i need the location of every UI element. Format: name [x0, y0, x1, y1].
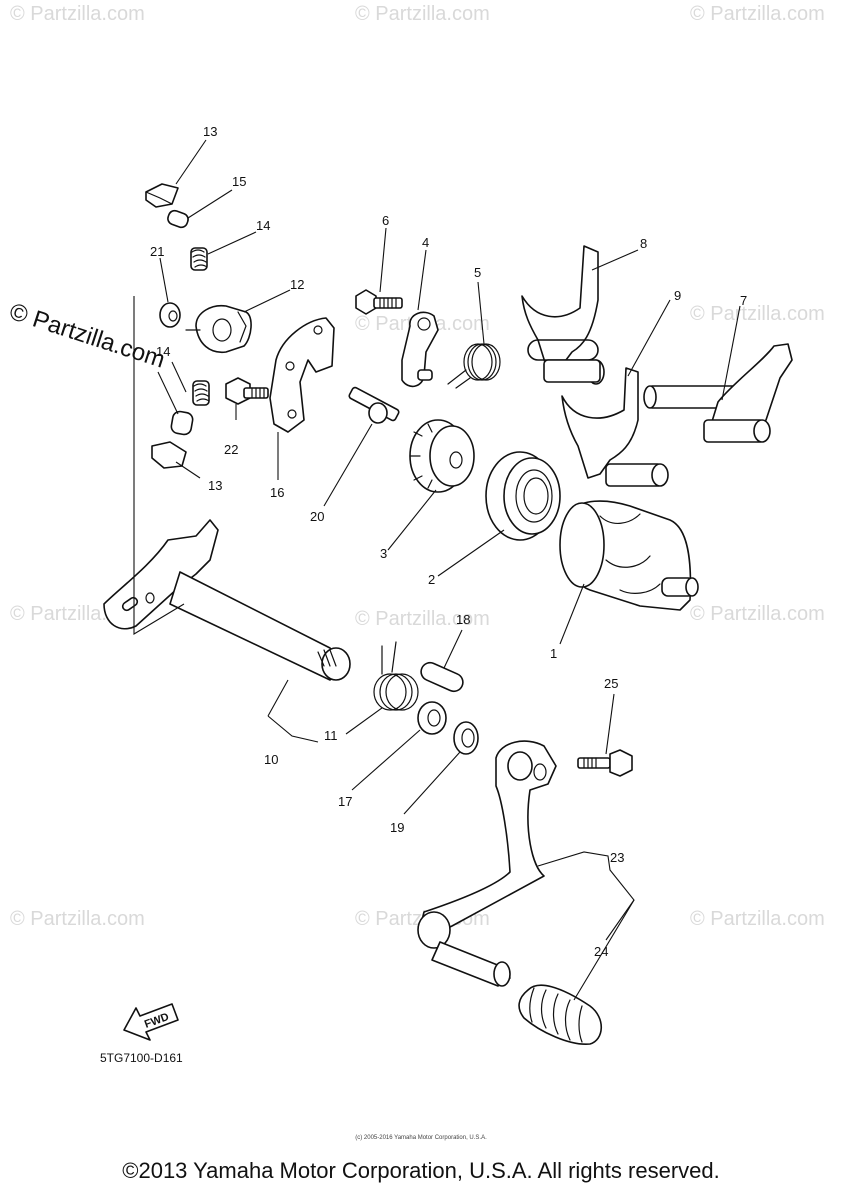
- watermark-text: © Partzilla.com: [690, 908, 825, 930]
- watermark-text: © Partzilla.com: [355, 3, 490, 25]
- part-23-shift-pedal: [417, 740, 557, 987]
- callout-4: 4: [422, 235, 429, 250]
- callout-24: 24: [594, 944, 608, 959]
- part-7-shift-fork: [643, 343, 793, 443]
- watermark-text: © Partzilla.com: [690, 3, 825, 25]
- part-2-bearing: [485, 451, 561, 541]
- part-9-shift-fork: [561, 367, 669, 487]
- part-19-seal: [453, 721, 479, 755]
- callout-17: 17: [338, 794, 352, 809]
- part-16-segment-plate: [269, 317, 335, 433]
- part-22-bolt: [225, 377, 269, 405]
- callout-23: 23: [610, 850, 624, 865]
- part-6-bolt: [355, 289, 403, 315]
- part-12-stopper-lever: [185, 304, 252, 353]
- part-17-washer: [417, 701, 447, 735]
- callout-2: 2: [428, 572, 435, 587]
- callout-9: 9: [674, 288, 681, 303]
- callout-3: 3: [380, 546, 387, 561]
- part-13-stopper-top: [145, 183, 179, 208]
- part-3-drum-segment: [409, 419, 475, 493]
- callout-21: 21: [150, 244, 164, 259]
- callout-numbers: 13 15 14 21 12 14 22 13 16 6 4 5 8 9 7 2…: [150, 124, 747, 959]
- callout-22: 22: [224, 442, 238, 457]
- part-10-shift-shaft: [103, 519, 351, 681]
- part-25-bolt: [577, 749, 633, 777]
- diagram-code: 5TG7100-D161: [100, 1051, 183, 1065]
- callout-13: 13: [203, 124, 217, 139]
- small-watermark-text: (c) 2005-2016 Yamaha Motor Corporation, …: [355, 1135, 487, 1141]
- callout-16: 16: [270, 485, 284, 500]
- part-5-spring: [447, 343, 501, 389]
- part-15-pin-lower: [170, 410, 194, 436]
- callout-6: 6: [382, 213, 389, 228]
- callout-8: 8: [640, 236, 647, 251]
- copyright-footer: ©2013 Yamaha Motor Corporation, U.S.A. A…: [122, 1158, 720, 1183]
- part-21-washer: [159, 302, 181, 328]
- watermark-text: © Partzilla.com: [690, 603, 825, 625]
- part-4-shift-arm: [401, 311, 439, 388]
- part-14-spring-top: [190, 247, 208, 271]
- callout-10: 10: [264, 752, 278, 767]
- callout-20: 20: [310, 509, 324, 524]
- part-1-shift-drum: [559, 500, 699, 611]
- part-20-pin: [348, 386, 400, 424]
- callout-5: 5: [474, 265, 481, 280]
- callout-7: 7: [740, 293, 747, 308]
- callout-11: 11: [324, 728, 338, 743]
- callout-13: 13: [208, 478, 222, 493]
- callout-18: 18: [456, 612, 470, 627]
- callout-25: 25: [604, 676, 618, 691]
- part-14-spring-lower: [192, 380, 210, 406]
- callout-19: 19: [390, 820, 404, 835]
- callout-1: 1: [550, 646, 557, 661]
- leader-lines: [133, 139, 741, 1001]
- callout-12: 12: [290, 277, 304, 292]
- part-13-stopper-lower: [151, 441, 187, 469]
- callout-15: 15: [232, 174, 246, 189]
- callout-14: 14: [256, 218, 270, 233]
- part-18-pin: [420, 661, 464, 693]
- part-15-pin: [167, 209, 189, 229]
- fwd-arrow-icon: FWD: [123, 1003, 179, 1041]
- part-24-pedal-rubber: [518, 984, 603, 1045]
- watermark-text: © Partzilla.com: [355, 608, 490, 630]
- watermark-text: © Partzilla.com: [6, 298, 168, 374]
- watermark-text: © Partzilla.com: [690, 303, 825, 325]
- part-8-shift-fork: [521, 245, 605, 385]
- watermark-text: © Partzilla.com: [10, 3, 145, 25]
- part-11-spring: [373, 641, 419, 711]
- callout-14: 14: [156, 344, 170, 359]
- watermark-text: © Partzilla.com: [10, 908, 145, 930]
